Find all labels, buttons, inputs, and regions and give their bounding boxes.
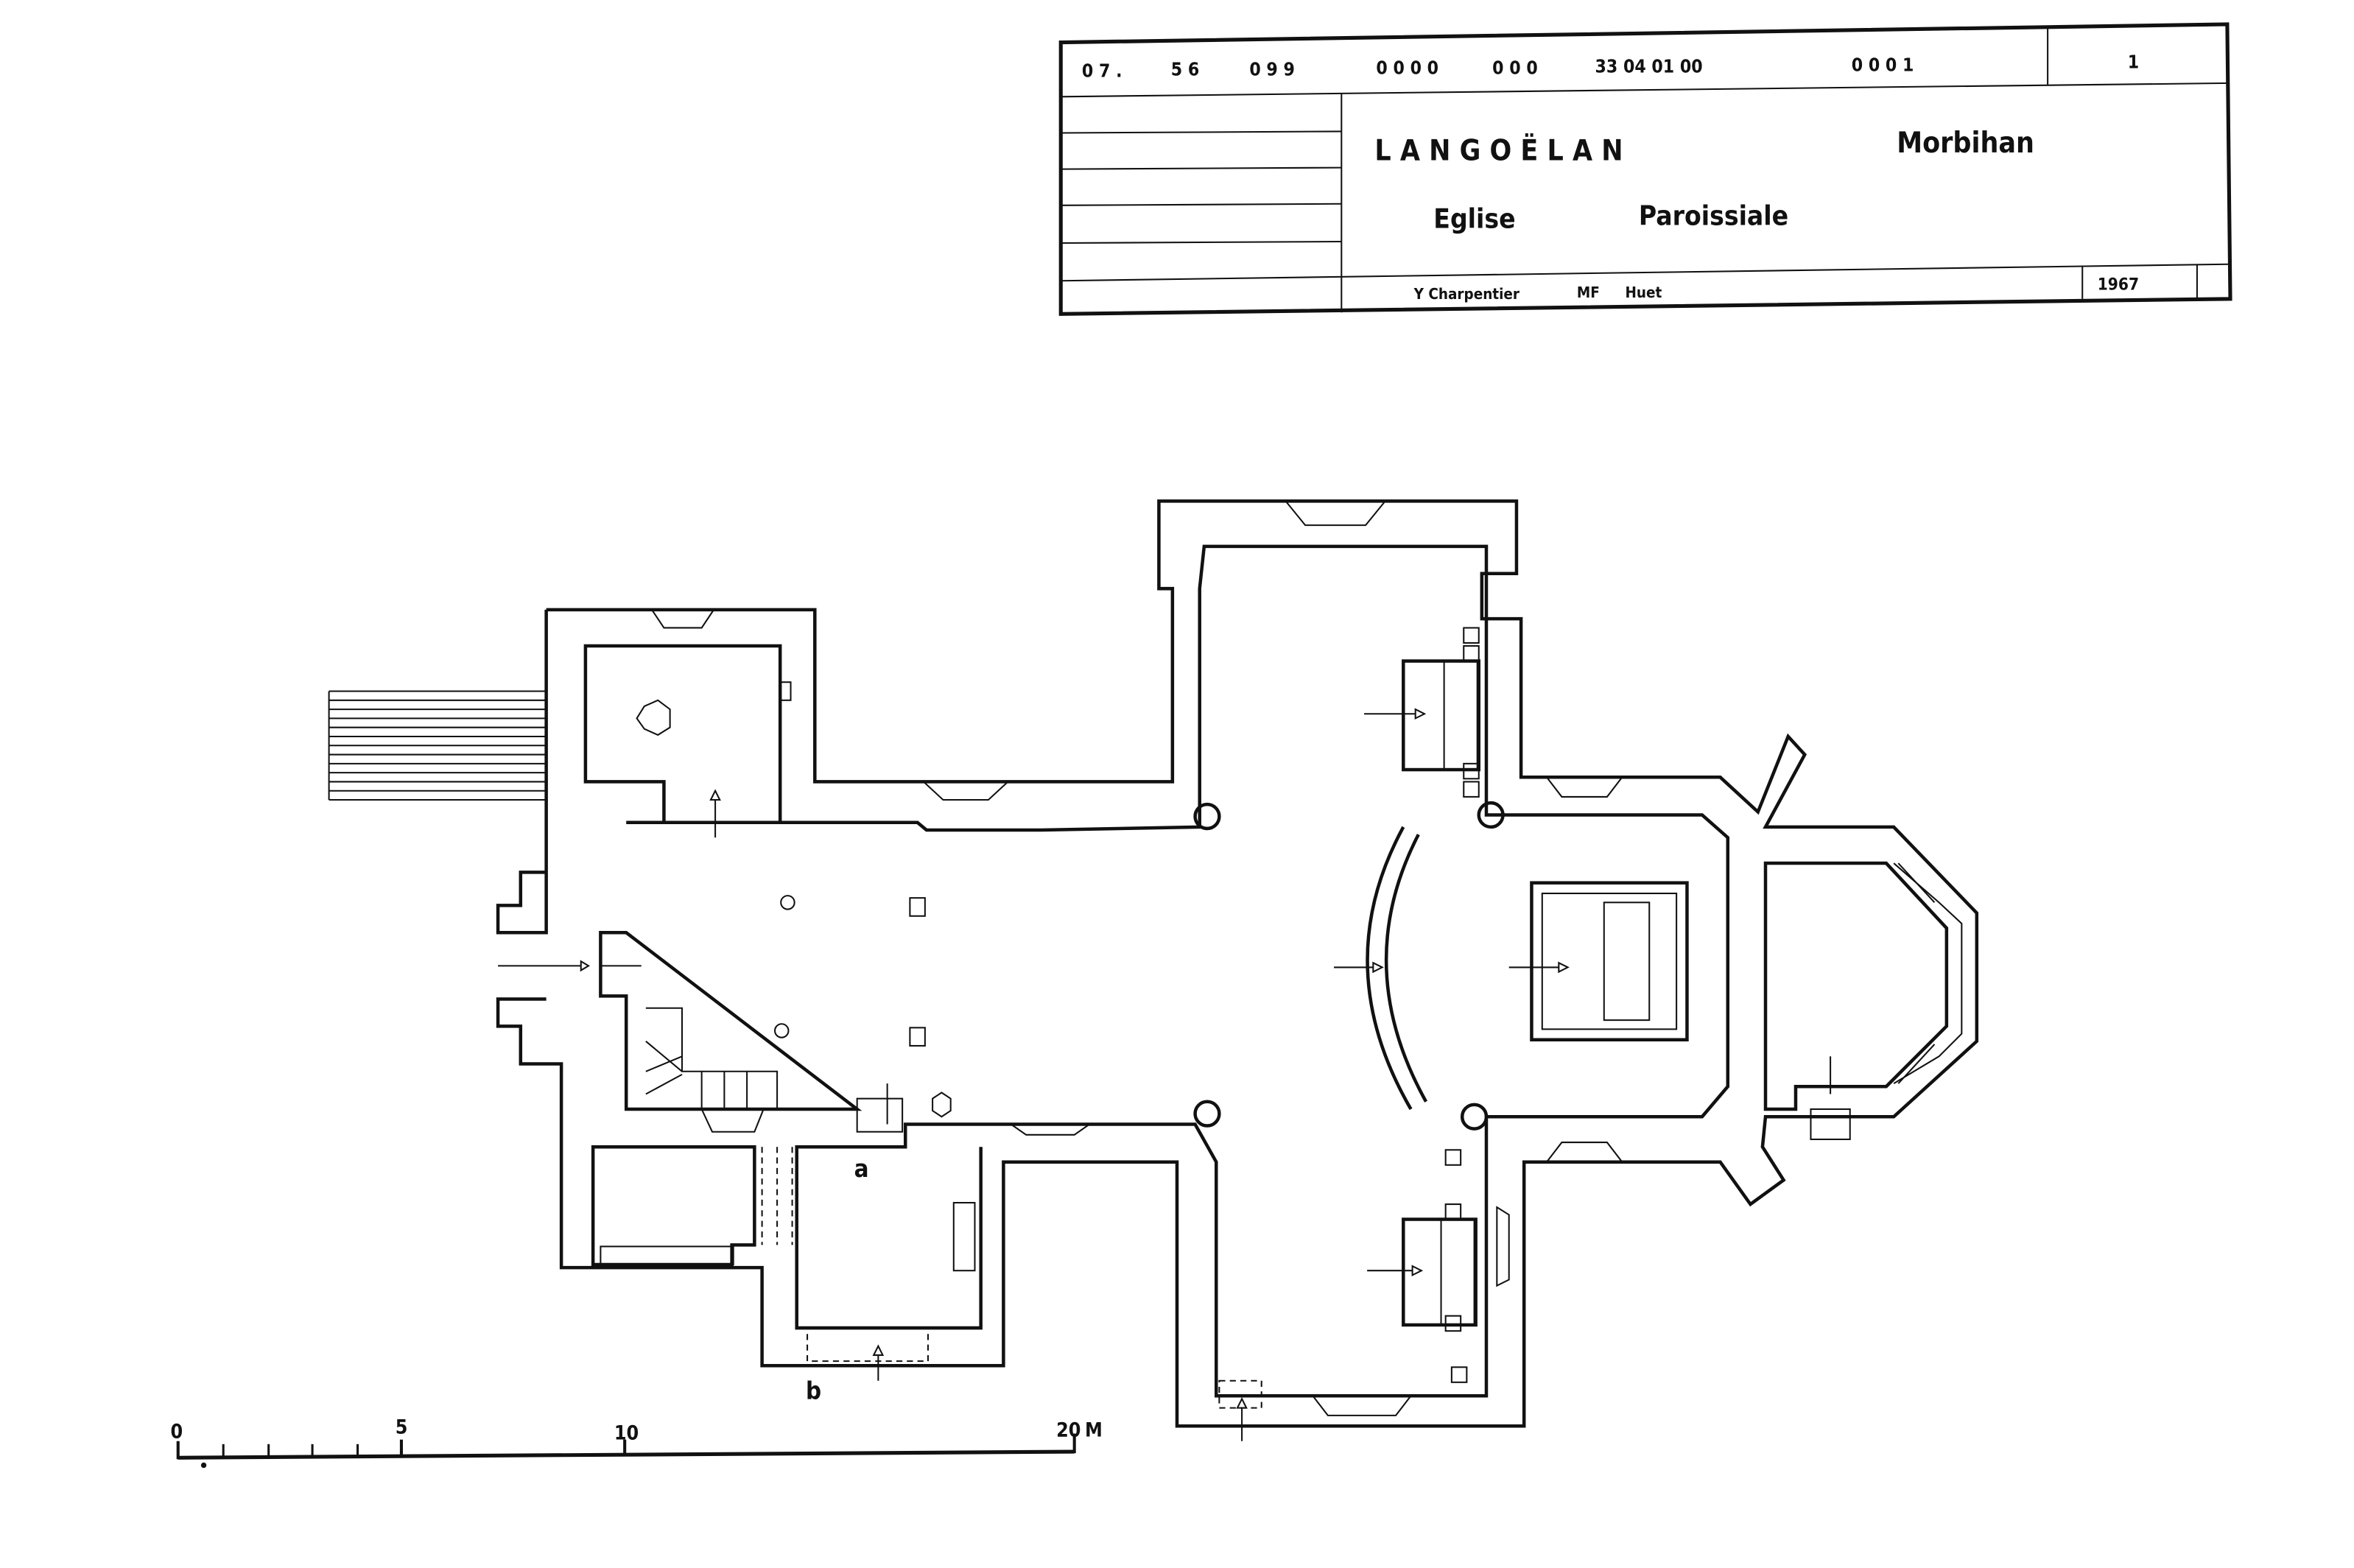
apse-interior bbox=[1763, 861, 1949, 1111]
code-6: 0 0 0 1 bbox=[1852, 54, 1914, 75]
code-0: 0 7 . bbox=[1082, 60, 1122, 82]
code-2: 0 9 9 bbox=[1249, 59, 1295, 80]
author-1: Y Charpentier bbox=[1413, 285, 1520, 303]
windows bbox=[651, 500, 1936, 1416]
scale-bar: 0 5 10 20 M bbox=[171, 1416, 1103, 1469]
pillars bbox=[773, 627, 1505, 1383]
code-4: 0 0 0 bbox=[1492, 57, 1538, 79]
scale-label-0: 0 bbox=[171, 1421, 183, 1444]
apse-wall-inner bbox=[1893, 862, 1963, 1085]
tower-pillar bbox=[636, 699, 671, 736]
main-altar bbox=[1530, 881, 1689, 1042]
building-qualifier: Paroissiale bbox=[1639, 200, 1788, 231]
west-steps bbox=[328, 690, 547, 801]
year: 1967 bbox=[2098, 275, 2139, 295]
floor-plan: a b bbox=[328, 499, 1979, 1441]
code-5: 33 04 01 00 bbox=[1595, 56, 1702, 77]
label-a: a bbox=[854, 1155, 869, 1183]
south-altar bbox=[1402, 1217, 1478, 1327]
code-3: 0 0 0 0 bbox=[1376, 57, 1438, 79]
department-name: Morbihan bbox=[1897, 127, 2034, 160]
scale-label-10: 10 bbox=[614, 1422, 639, 1445]
circulation-arrows bbox=[498, 708, 1851, 1441]
north-altar bbox=[1402, 659, 1480, 772]
tower-niche bbox=[779, 681, 792, 701]
building-type: Eglise bbox=[1433, 203, 1515, 235]
tower-interior bbox=[583, 644, 782, 824]
scale-unit: M bbox=[1085, 1419, 1103, 1442]
title-block: 0 7 . 5 6 0 9 9 0 0 0 0 0 0 0 33 04 01 0… bbox=[1058, 22, 2232, 316]
sheet-number: 1 bbox=[2128, 51, 2139, 72]
label-b: b bbox=[806, 1377, 821, 1404]
commune-name: L A N G O Ë L A N bbox=[1374, 133, 1623, 167]
scale-label-20: 20 bbox=[1056, 1419, 1081, 1442]
spiral-stair bbox=[645, 1007, 779, 1109]
nave-interior bbox=[599, 544, 1730, 1398]
code-1: 5 6 bbox=[1171, 59, 1199, 80]
scale-label-5: 5 bbox=[396, 1416, 408, 1438]
author-2-name: Huet bbox=[1625, 284, 1662, 301]
author-2-initials: MF bbox=[1577, 284, 1600, 301]
outer-wall bbox=[496, 499, 1979, 1428]
south-chapel bbox=[591, 1145, 756, 1267]
